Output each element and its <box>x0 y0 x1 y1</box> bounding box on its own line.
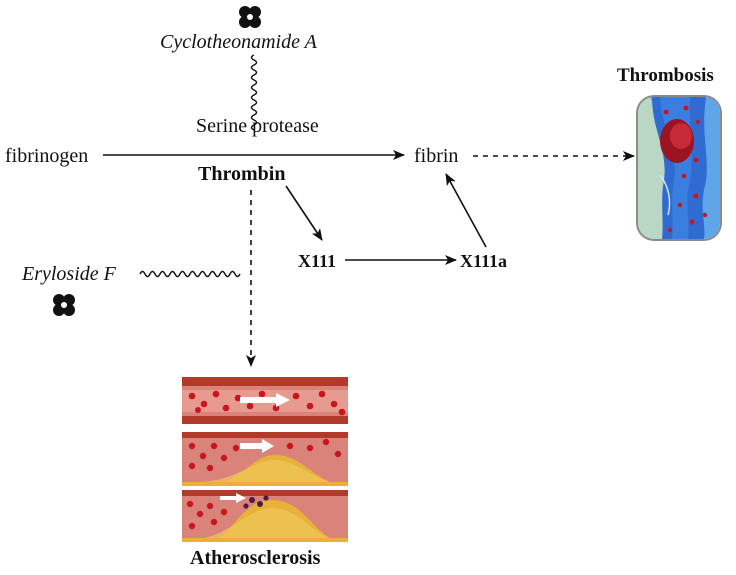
clover-icon <box>239 6 261 28</box>
thrombosis-label: Thrombosis <box>617 65 714 86</box>
arrow-x111a-to-fibrin <box>445 173 487 248</box>
artery-blocked-illustration <box>182 490 348 542</box>
eryloside-f-label: Eryloside F <box>22 263 116 285</box>
serine-protease-label: Serine protease <box>196 115 319 137</box>
cyclotheonamide-a-label: Cyclotheonamide A <box>160 31 317 53</box>
x111-label: X111 <box>298 251 337 271</box>
clover-icon <box>53 294 75 316</box>
inhibition-wavy-line-vertical <box>250 54 258 131</box>
artery-plaque-illustration <box>182 432 348 486</box>
arrow-thrombin-to-x111 <box>285 185 323 241</box>
inhibition-wavy-line-horizontal <box>139 270 241 278</box>
thrombin-label: Thrombin <box>198 163 286 185</box>
x111a-label: X111a <box>460 251 508 271</box>
fibrinogen-label: fibrinogen <box>5 145 89 167</box>
thrombosis-illustration <box>636 95 722 241</box>
artery-healthy-illustration <box>182 377 348 424</box>
atherosclerosis-label: Atherosclerosis <box>190 547 321 569</box>
fibrin-label: fibrin <box>414 145 459 167</box>
